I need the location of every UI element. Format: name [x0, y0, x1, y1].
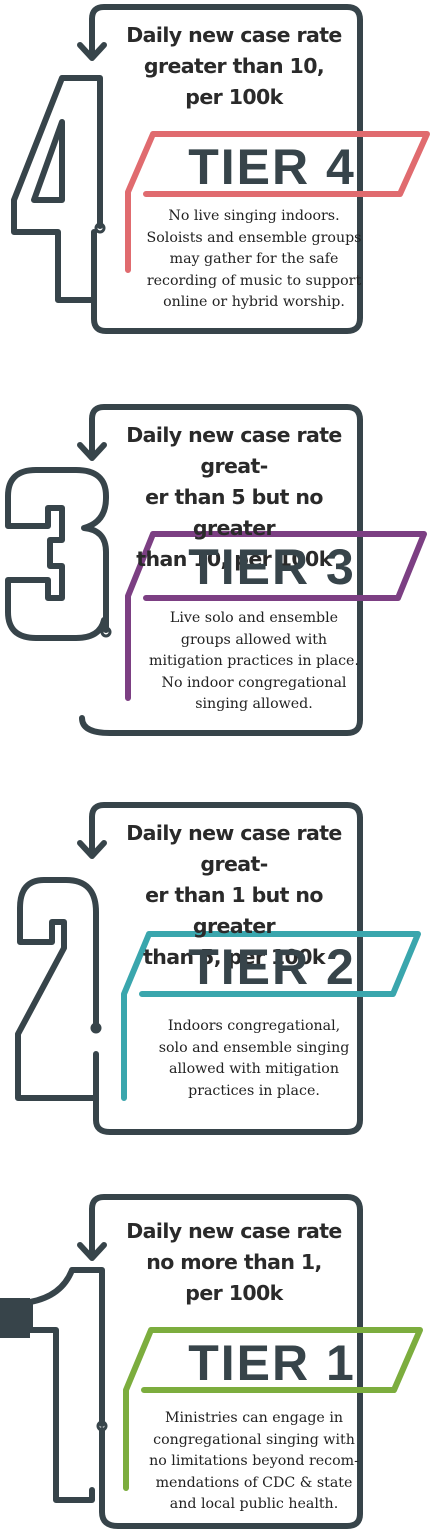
tier-1-dot-icon [96, 1420, 108, 1432]
tier-1-graphic [0, 1194, 423, 1529]
tier-2-arrow-icon [77, 840, 107, 859]
tier-4-arrow-icon [77, 42, 107, 61]
tier-1-banner-outline [123, 1327, 423, 1491]
tier-1-block-marker [0, 1298, 30, 1338]
tier-1-numeral-icon [27, 1267, 105, 1503]
tier-3-dot-icon [100, 626, 112, 638]
tier-2-numeral-icon [15, 877, 99, 1101]
tier-1-block: Daily new case rate no more than 1, per … [0, 1150, 431, 1530]
tier-2-dot-icon [90, 1022, 102, 1034]
tier-4-label: TIER 4 [188, 139, 356, 195]
tier-1-frame [89, 1194, 363, 1257]
tier-3-label: TIER 3 [188, 539, 356, 595]
tier-1-label: TIER 1 [188, 1335, 356, 1391]
tier-1-heading: Daily new case rate no more than 1, per … [126, 1219, 342, 1305]
tier-2-banner-outline [121, 931, 421, 1101]
tier-2-frame [89, 802, 363, 855]
tier-3-frame [89, 404, 363, 457]
tier-2-heading: Daily new case rate great- er than 1 but… [126, 821, 342, 969]
tier-2-block: Daily new case rate great- er than 1 but… [0, 798, 431, 1178]
tier-4-frame-right [91, 17, 363, 334]
tier-3-frame-right [79, 417, 363, 736]
tier-2-description: Indoors congregational, solo and ensembl… [158, 1018, 350, 1099]
tier-1-arrow-icon [77, 1242, 107, 1261]
tier-3-banner-outline [125, 531, 427, 701]
tier-4-heading: Daily new case rate greater than 10, per… [126, 23, 342, 109]
tier-4-dot-icon [94, 222, 106, 234]
tier-2-label: TIER 2 [188, 939, 356, 995]
tier-4-numeral-icon [11, 75, 103, 303]
tier-4-frame [89, 4, 363, 57]
tier-4-graphic [11, 4, 430, 334]
tier-3-block: Daily new case rate great- er than 5 but… [0, 400, 431, 780]
tier-3-heading: Daily new case rate great- er than 5 but… [126, 423, 342, 571]
tier-4-description: No live singing indoors. Soloists and en… [146, 208, 362, 310]
tier-1-description: Ministries can engage in congregational … [149, 1410, 359, 1512]
tier-1-frame-right [99, 1207, 363, 1529]
tier-3-graphic [5, 404, 427, 736]
tier-3-description: Live solo and ensemble groups allowed wi… [149, 610, 359, 712]
tier-2-frame-right [93, 815, 363, 1135]
tier-3-arrow-icon [77, 442, 107, 461]
tier-3-numeral-icon [5, 467, 109, 641]
tier-2-graphic [15, 802, 421, 1135]
tier-4-banner-outline [125, 131, 430, 273]
tier-4-block: Daily new case rate greater than 10, per… [0, 0, 431, 380]
